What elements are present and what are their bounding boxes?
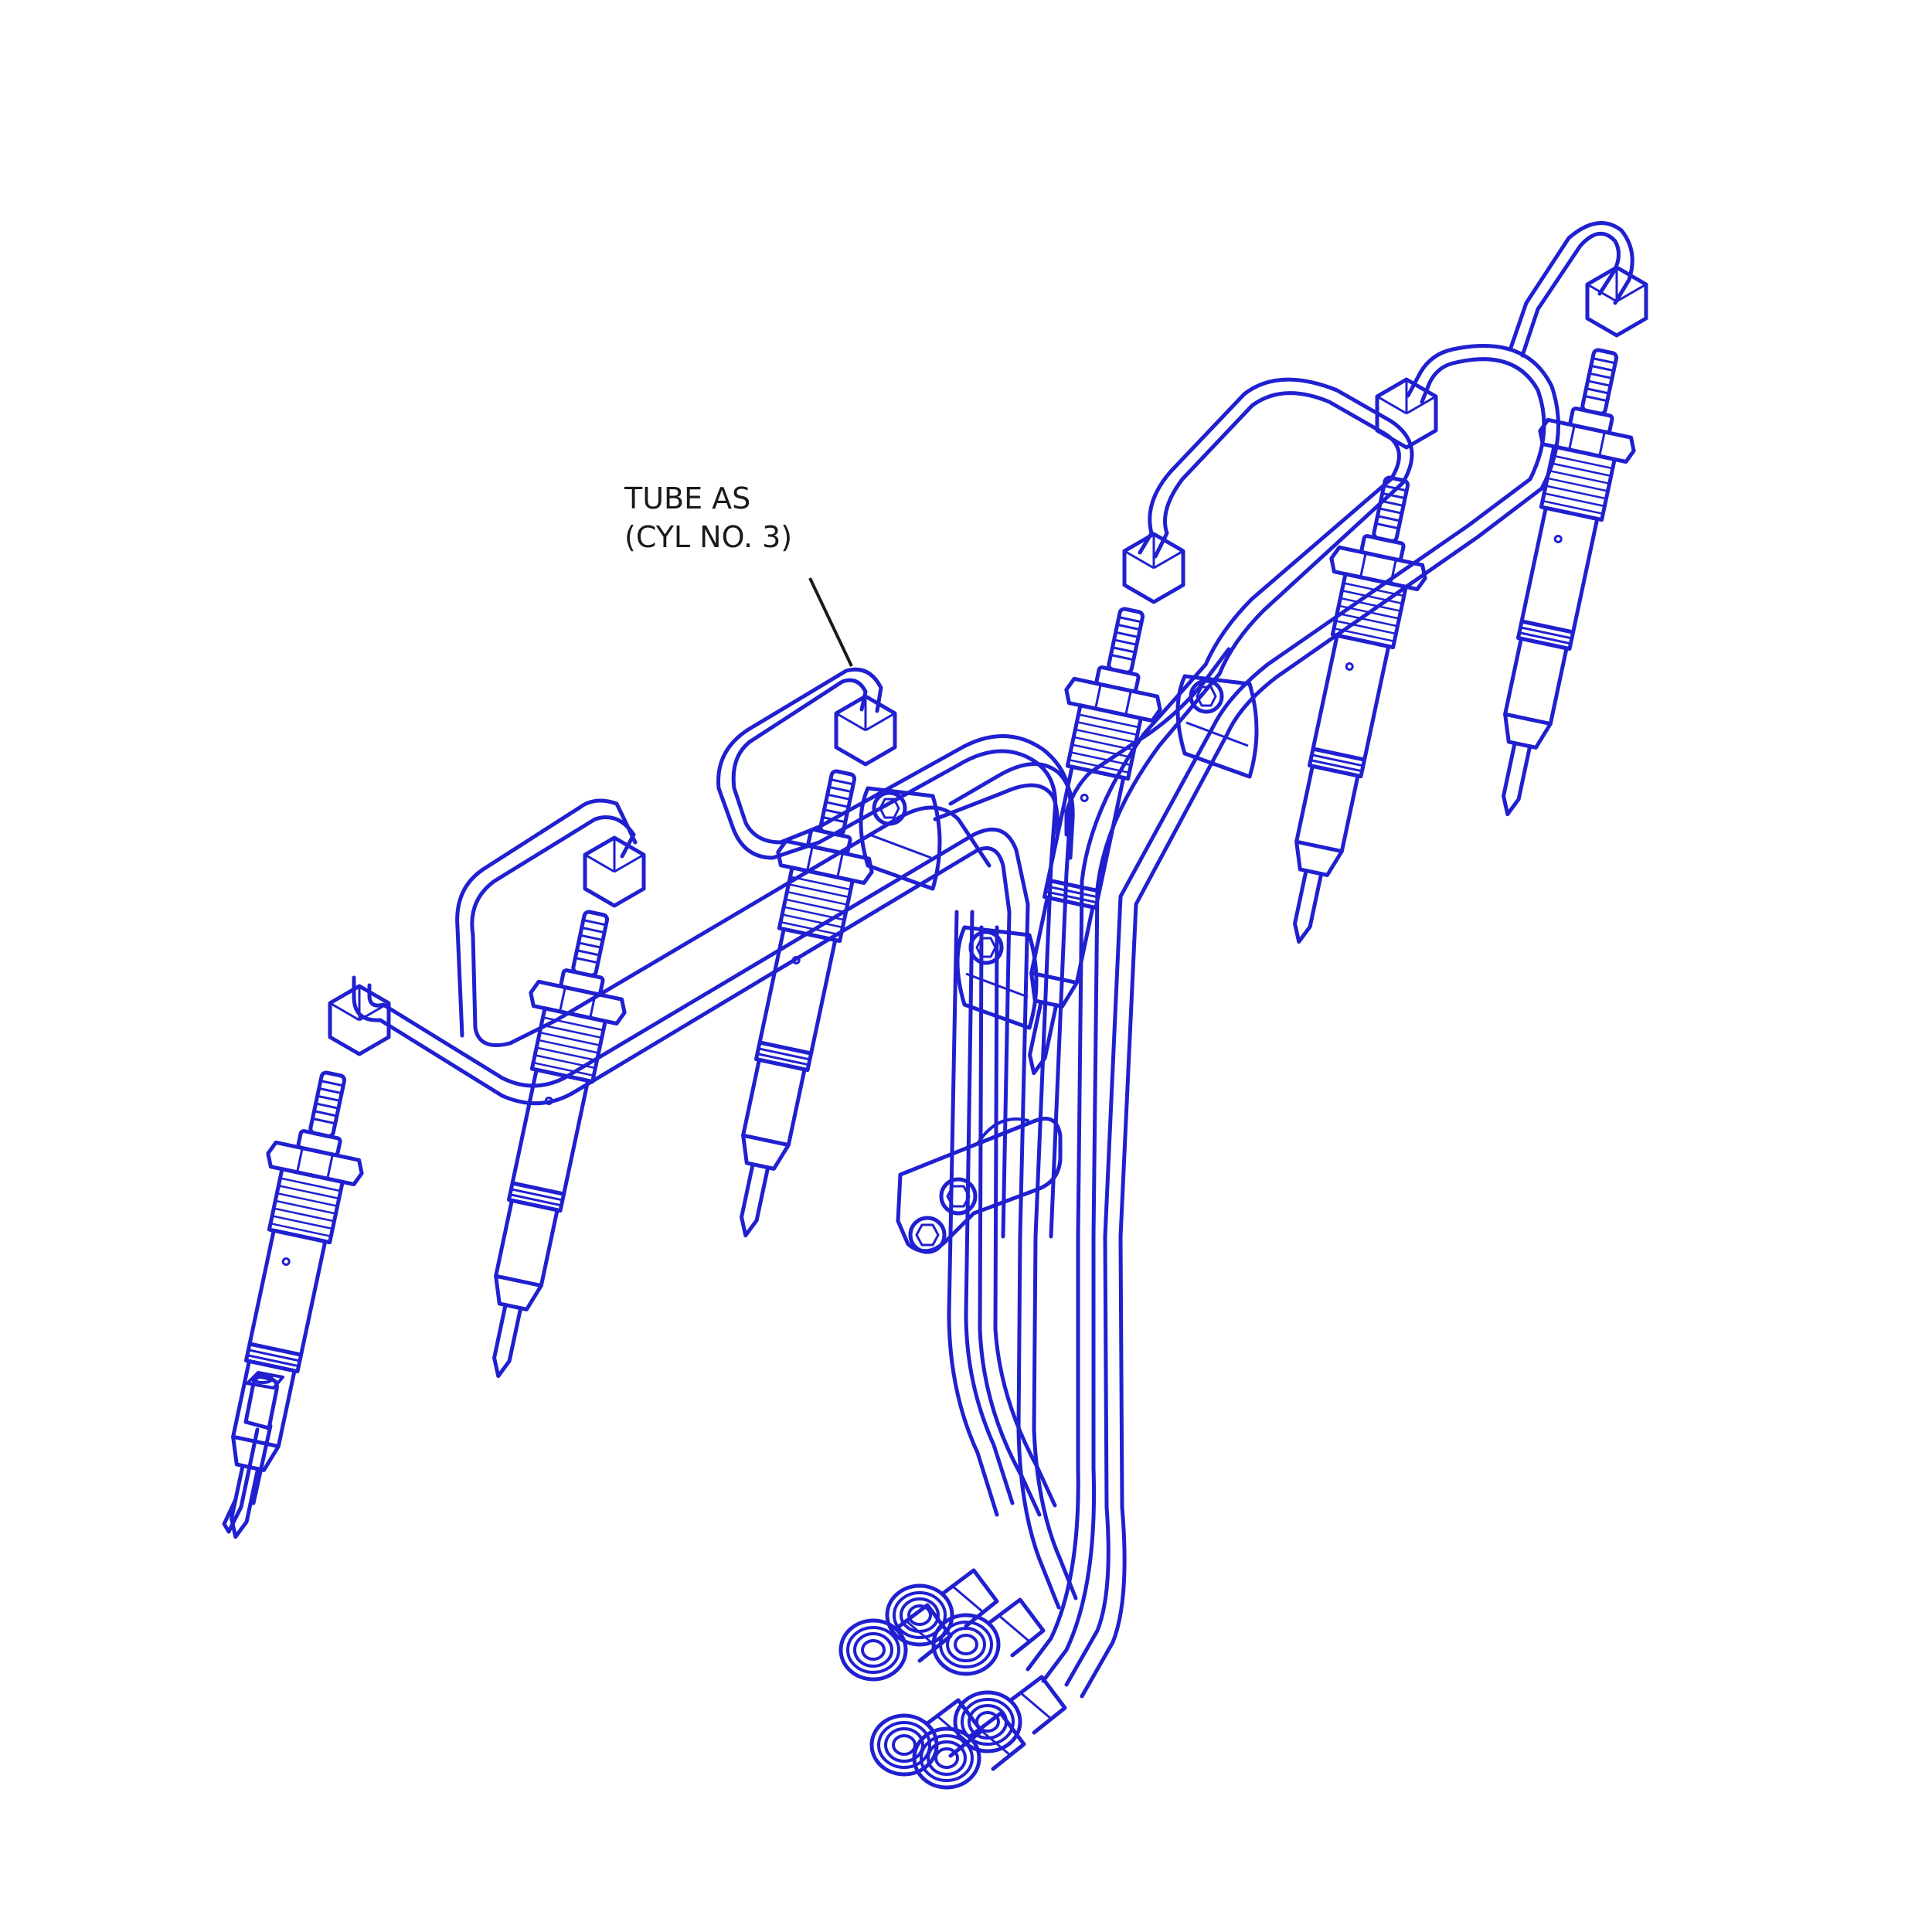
diagram-linework [189,221,1653,1787]
callout-line-1: TUBE AS [624,481,751,515]
injector-cyl-5 [1252,469,1444,951]
injector-cyl-2 [451,903,644,1386]
callout-label-tube-as: TUBE AS (CYL NO. 3) [624,479,792,556]
tube-nuts-injector-end [330,267,1646,1054]
callout-leader-line [808,577,853,667]
tube-clamps [861,676,1257,1254]
pump-end-fittings [841,1570,1065,1787]
callout-line-2: (CYL NO. 3) [624,520,793,554]
injector-cyl-1 [189,1064,381,1546]
